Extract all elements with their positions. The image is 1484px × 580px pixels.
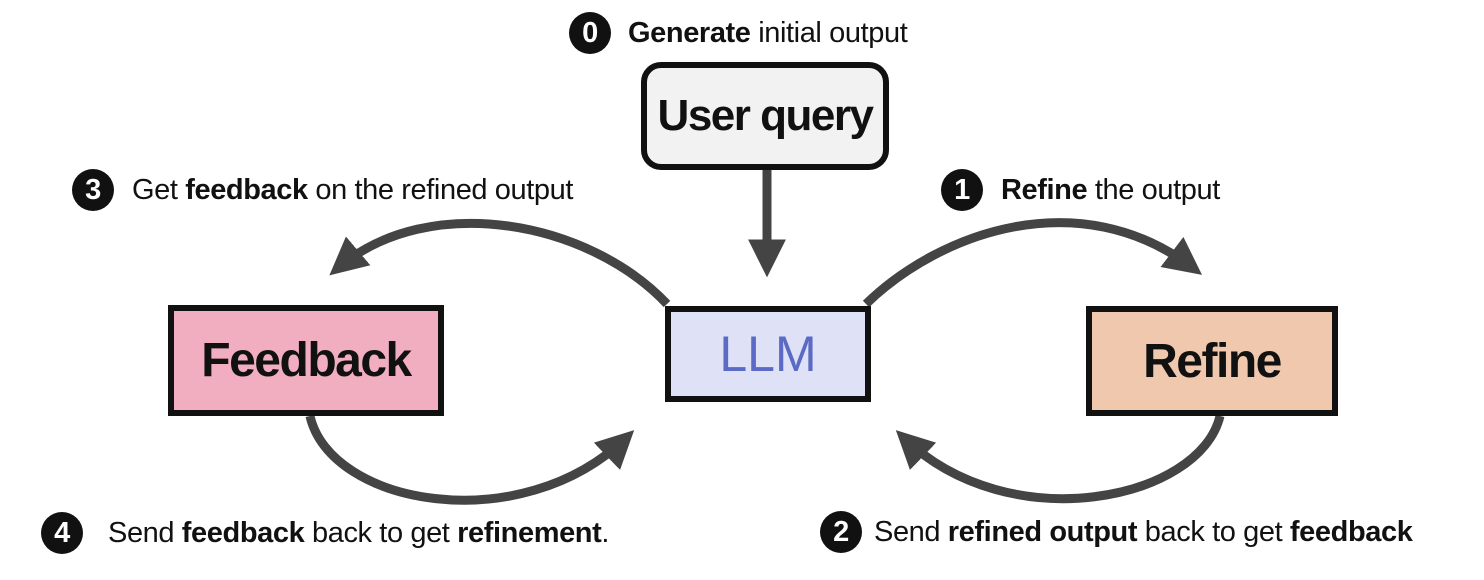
llm-box: LLM xyxy=(665,306,871,402)
step-0-badge: 0 xyxy=(569,12,611,54)
step-2-badge: 2 xyxy=(820,511,862,553)
step-1-badge: 1 xyxy=(941,169,983,211)
step-4-text: Send feedback back to get refinement. xyxy=(108,516,610,549)
refine-box: Refine xyxy=(1086,306,1338,416)
feedback-label: Feedback xyxy=(201,334,412,387)
feedback-box: Feedback xyxy=(168,305,444,416)
step-0-text: Generate initial output xyxy=(628,16,908,49)
step-3-badge: 3 xyxy=(72,169,114,211)
step-4-caption: 4 Send feedback back to get refinement. xyxy=(41,512,609,554)
arrow-llm-to-refine xyxy=(862,218,1203,308)
arrow-llm-to-feedback xyxy=(329,218,671,308)
arrow-refine-to-llm xyxy=(895,414,1225,504)
user-query-label: User query xyxy=(657,91,874,140)
step-2-caption: 2 Send refined output back to get feedba… xyxy=(820,511,1413,553)
step-4-badge: 4 xyxy=(41,512,83,554)
step-0-caption: 0 Generate initial output xyxy=(569,12,908,54)
step-3-caption: 3 Get feedback on the refined output xyxy=(72,169,573,211)
step-1-caption: 1 Refine the output xyxy=(941,169,1220,211)
refine-label: Refine xyxy=(1143,334,1282,388)
arrow-feedback-to-llm xyxy=(305,414,635,505)
step-1-text: Refine the output xyxy=(1001,173,1220,206)
step-2-text: Send refined output back to get feedback xyxy=(874,515,1413,548)
llm-label: LLM xyxy=(719,326,817,382)
step-3-text: Get feedback on the refined output xyxy=(132,173,574,206)
user-query-box: User query xyxy=(641,62,889,170)
